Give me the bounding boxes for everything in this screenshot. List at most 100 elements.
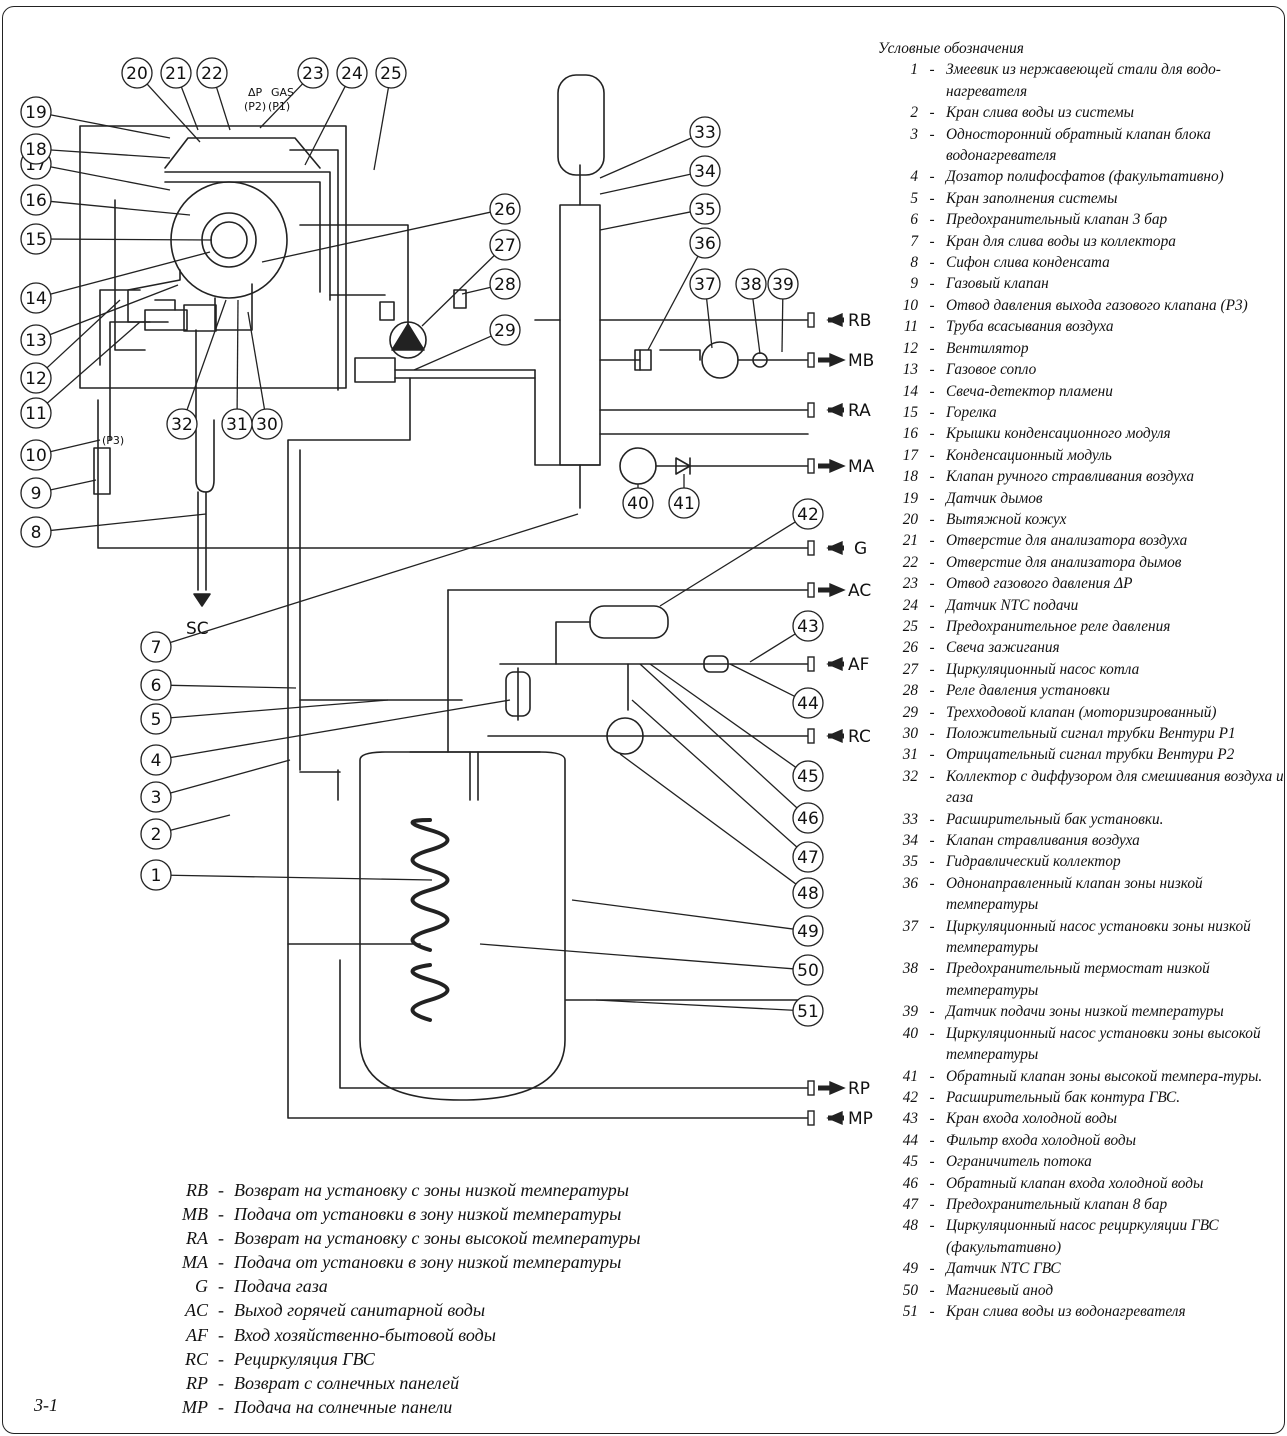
high-temp-pump (619, 447, 657, 485)
callout-11: 11 (20, 321, 141, 429)
legend-dash: - (929, 617, 935, 635)
callout-34: 34 (599, 155, 721, 195)
figure-label: 3-1 (34, 1395, 58, 1415)
legend-item-text: Датчик NTC подачи (946, 596, 1079, 614)
port-AF[interactable] (807, 656, 844, 672)
callout-number: 16 (25, 191, 47, 211)
callout-number: 27 (494, 236, 516, 256)
legend-item: 25-Предохранительное реле давления (878, 616, 1286, 637)
port-label: MA (848, 457, 875, 477)
callout-6: 6 (140, 669, 297, 701)
port-G[interactable] (807, 540, 844, 556)
legend-item: 13-Газовое сопло (878, 359, 1286, 380)
callout-number: 29 (494, 321, 516, 341)
legend-dash: - (929, 1281, 935, 1299)
callout-49: 49 (571, 899, 824, 947)
callout-35: 35 (599, 193, 721, 231)
legend-dash: - (929, 275, 935, 293)
port-RC[interactable] (807, 728, 844, 744)
legend-item: 34-Клапан стравливания воздуха (878, 830, 1286, 851)
port-legend-item: RB-Возврат на установку с зоны низкой те… (150, 1178, 790, 1202)
legend-dash: - (929, 660, 935, 678)
callout-14: 14 (20, 251, 211, 314)
port-RA[interactable] (807, 402, 844, 418)
legend-item: 28-Реле давления установки (878, 680, 1286, 701)
legend-dash: - (929, 211, 935, 229)
boiler-pump (389, 321, 427, 359)
callout-number: 9 (31, 484, 42, 504)
legend-item-number: 40 (902, 1024, 918, 1042)
port-legend-item: AF-Вход хозяйственно-бытовой воды (150, 1323, 790, 1347)
legend-dash: - (929, 532, 935, 550)
legend-item: 26-Свеча зажигания (878, 637, 1286, 658)
callout-number: 35 (694, 200, 716, 220)
legend-item: 27-Циркуляционный насос котла (878, 659, 1286, 680)
legend-title: Условные обозначения (878, 40, 1024, 57)
port-legend-dash: - (218, 1276, 224, 1297)
legend-item-text: Свеча зажигания (946, 639, 1060, 657)
legend-item-text: Отверстие для анализатора дымов (946, 553, 1182, 571)
port-RP[interactable] (807, 1080, 846, 1096)
port-label: AC (848, 581, 871, 601)
hydraulic-collector (559, 204, 601, 466)
callout-21: 21 (160, 57, 199, 131)
legend-item: 16-Крышки конденсационного модуля (878, 423, 1286, 444)
legend-item-number: 39 (902, 1003, 918, 1021)
callout-3: 3 (140, 759, 291, 813)
port-legend-item: MB-Подача от установки в зону низкой тем… (150, 1202, 790, 1226)
port-label: MP (848, 1109, 873, 1129)
legend-item-number: 14 (902, 382, 918, 400)
legend-item-number: 46 (902, 1174, 918, 1192)
legend-item-number: 26 (902, 639, 918, 657)
legend-item-number: 44 (902, 1131, 918, 1149)
legend-item-text: Змеевик из нержавеющей стали для водо-на… (946, 61, 1221, 100)
callout-number: 21 (165, 64, 187, 84)
legend-dash: - (929, 1260, 935, 1278)
legend-item-number: 23 (902, 575, 918, 593)
legend-item: 50-Магниевый анод (878, 1280, 1286, 1301)
callout-8: 8 (20, 513, 207, 548)
legend-item-number: 15 (902, 403, 918, 421)
gas-valve (93, 447, 111, 495)
callout-44: 44 (729, 663, 824, 719)
legend-dash: - (929, 1088, 935, 1106)
legend-item-text: Кран слива воды из системы (946, 104, 1135, 122)
callout-33: 33 (599, 116, 721, 179)
port-MA[interactable] (807, 458, 846, 474)
legend-dash: - (929, 1003, 935, 1021)
callout-46: 46 (639, 663, 824, 834)
callout-number: 8 (31, 523, 42, 543)
port-RB[interactable] (807, 312, 844, 328)
drain-label: SC (186, 619, 209, 639)
legend-item-number: 7 (910, 232, 918, 250)
dhw-tank (359, 751, 566, 1101)
port-label: AF (848, 655, 869, 675)
port-label: RB (848, 311, 871, 331)
port-legend-dash: - (218, 1324, 224, 1345)
legend-item: 31-Отрицательный сигнал трубки Вентури P… (878, 744, 1286, 765)
callout-number: 39 (772, 275, 794, 295)
port-legend-item: RA-Возврат на установку с зоны высокой т… (150, 1226, 790, 1250)
callout-number: 34 (694, 162, 716, 182)
port-MP[interactable] (807, 1110, 844, 1126)
port-MB[interactable] (807, 352, 846, 368)
callout-number: 33 (694, 123, 716, 143)
legend-item: 20-Вытяжной кожух (878, 509, 1286, 530)
callout-41: 41 (668, 474, 700, 519)
legend-item-number: 50 (902, 1281, 918, 1299)
legend-item-number: 28 (902, 682, 918, 700)
callout-number: 28 (494, 275, 516, 295)
legend-item-text: Расширительный бак установки. (946, 810, 1164, 828)
legend-item-text: Трехходовой клапан (моторизированный) (946, 703, 1217, 721)
legend-item-number: 20 (902, 510, 918, 528)
port-legend-dash: - (218, 1348, 224, 1369)
legend-dash: - (929, 189, 935, 207)
callout-number: 50 (797, 961, 819, 981)
legend-item-text: Кран входа холодной воды (946, 1110, 1117, 1128)
port-AC[interactable] (807, 582, 846, 598)
legend-item: 18-Клапан ручного стравливания воздуха (878, 466, 1286, 487)
legend-item-number: 19 (902, 489, 918, 507)
callout-number: 37 (694, 275, 716, 295)
legend-item-number: 24 (902, 596, 918, 614)
legend-item-number: 29 (902, 703, 918, 721)
